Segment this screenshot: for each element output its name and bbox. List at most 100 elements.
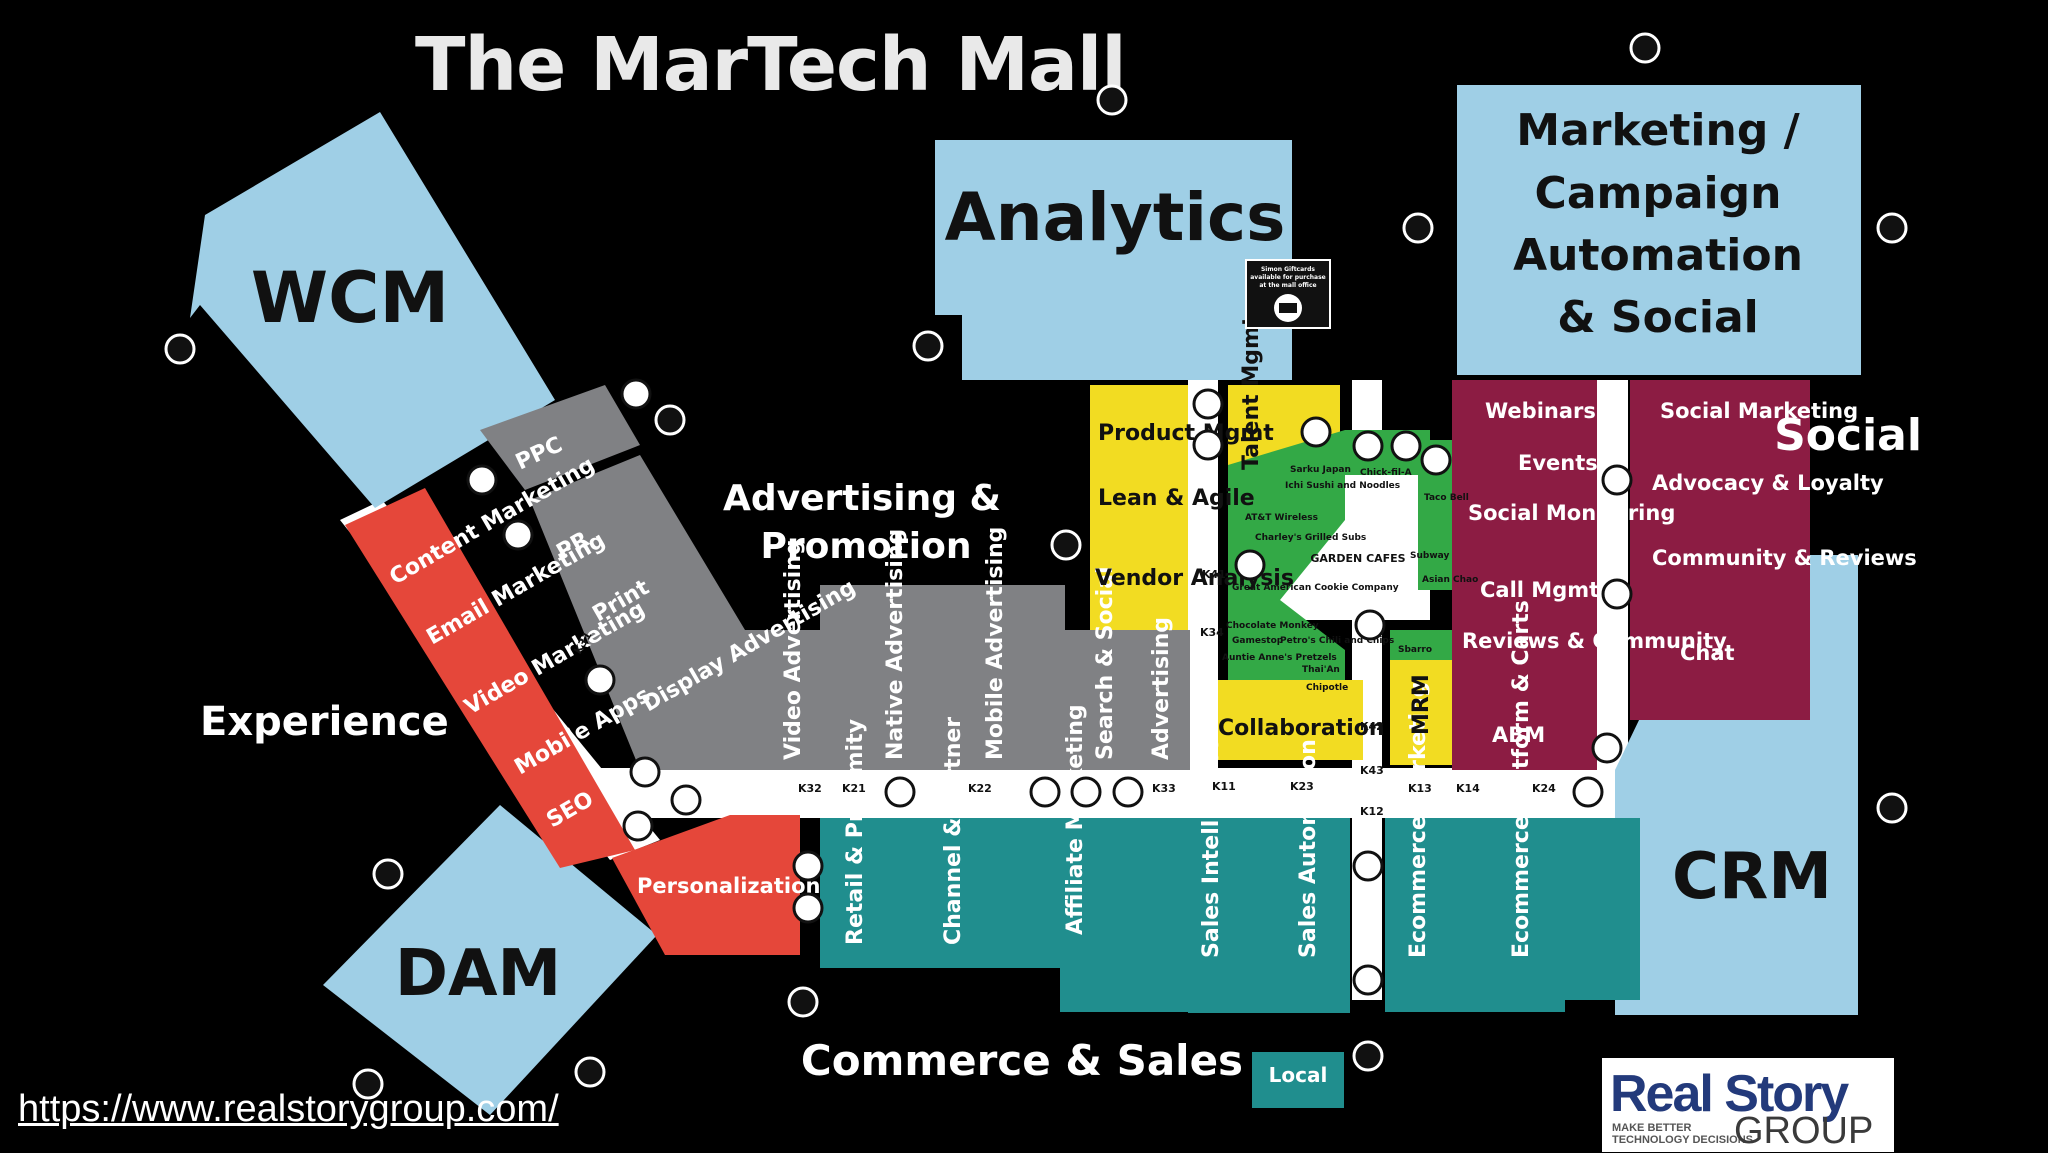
coke-icon [792, 850, 824, 882]
restroom-icon [1352, 850, 1384, 882]
entrance-icon-advertising [1050, 529, 1082, 561]
restaurant-ichi: Ichi Sushi and Noodles [1285, 481, 1400, 491]
teal-center [1188, 818, 1350, 1013]
kiosk-k22: K22 [968, 782, 992, 795]
section-advertising-1: Advertising & [723, 478, 1001, 519]
kiosk-k24: K24 [1532, 782, 1556, 795]
green-sbarro [1390, 630, 1452, 660]
section-advertising-2: Promotion [760, 526, 971, 567]
coke-icon [629, 756, 661, 788]
atm-icon [1352, 964, 1384, 996]
kiosk-k33: K33 [1152, 782, 1176, 795]
entrance-icon-marketing-top [1629, 32, 1661, 64]
store-mobile-advertising: Mobile Advertising [983, 527, 1008, 760]
maroon-right [1630, 380, 1810, 720]
yellow-zone [1090, 385, 1452, 765]
store-advertising: Advertising [1149, 617, 1174, 760]
kiosk-k42: K42 [1360, 720, 1384, 733]
entrance-icon-ppc [654, 404, 686, 436]
atm-icon [1070, 776, 1102, 808]
coke-icon [1192, 429, 1224, 461]
store-call-mgmt: Call Mgmt [1480, 578, 1599, 602]
store-ecommerce-marketing: Ecommerce Marketing [1406, 682, 1431, 958]
dollar-icon [1352, 430, 1384, 462]
entrance-icons [164, 32, 1908, 1100]
restaurant-sarku: Sarku Japan [1290, 465, 1351, 475]
restaurant-att: AT&T Wireless [1245, 513, 1318, 523]
entrance-icon-dam-right [574, 1056, 606, 1088]
coke-icon [1601, 578, 1633, 610]
restaurant-tacobell: Taco Bell [1424, 493, 1469, 503]
local-tag [1252, 1052, 1344, 1108]
coke-icon [502, 519, 534, 551]
yellow-product [1090, 385, 1188, 630]
restaurant-chickfila: Chick-fil-A [1360, 468, 1412, 478]
store-mrm: MRM [1409, 674, 1434, 735]
store-native-advertising: Native Advertising [883, 529, 908, 760]
real-story-group-logo: Real Story MAKE BETTER TECHNOLOGY DECISI… [1602, 1058, 1894, 1152]
kiosk-k23: K23 [1290, 780, 1314, 793]
store-channel-partner: Channel & Partner [941, 717, 966, 945]
yellow-collab [1218, 680, 1363, 760]
entrance-icon-dam-left [372, 858, 404, 890]
label-analytics: Analytics [945, 179, 1286, 256]
atm-icon [792, 892, 824, 924]
amenity-icons [466, 378, 1633, 996]
coke-icon [1112, 776, 1144, 808]
coke-icon [1029, 776, 1061, 808]
atm-icon [884, 776, 916, 808]
store-personalization: Personalization [637, 874, 820, 898]
source-url-link[interactable]: https://www.realstorygroup.com/ [18, 1088, 559, 1130]
restaurant-chocolate: Chocolate Monkey [1226, 621, 1319, 631]
atm-icon [1572, 776, 1604, 808]
restaurant-gamestop: Gamestop [1232, 636, 1284, 646]
gift-card-line2: available for purchase [1250, 274, 1326, 281]
store-social-marketing: Social Marketing [1660, 399, 1858, 423]
anchor-dam [323, 805, 657, 1115]
gift-card-sign: Simon Giftcards available for purchase a… [1245, 259, 1331, 329]
maroon-left [1452, 380, 1597, 770]
store-sales-automation: Sales Automation [1296, 739, 1321, 958]
coke-icon [1601, 464, 1633, 496]
kiosk-k21: K21 [842, 782, 866, 795]
store-video-advertising: Video Advertising [781, 539, 806, 760]
green-left [1228, 430, 1345, 680]
restaurant-asianchao: Asian Chao [1422, 575, 1478, 585]
entrance-icon-wcm [164, 333, 196, 365]
section-commerce: Commerce & Sales [801, 1036, 1243, 1085]
restaurant-auntie: Auntie Anne's Pretzels [1222, 653, 1337, 663]
anchor-stores [190, 85, 1861, 1115]
restaurant-chipotle: Chipotle [1306, 683, 1348, 693]
logo-wordmark: Real Story [1610, 1065, 1849, 1123]
kiosk-k11: K11 [1212, 780, 1236, 793]
store-talent-mgmt: Talent Mgmt [1239, 315, 1264, 470]
bus-icon [620, 378, 652, 410]
label-wcm: WCM [251, 257, 449, 339]
store-advocacy-loyalty: Advocacy & Loyalty [1652, 471, 1884, 495]
store-affiliate-marketing: Affiliate Marketing [1063, 704, 1088, 935]
anchor-wcm [190, 112, 555, 508]
wifi-icon [1354, 609, 1386, 641]
camera-icon [622, 810, 654, 842]
restroom-icon [1192, 388, 1224, 420]
restaurant-sbarro: Sbarro [1398, 645, 1432, 655]
restaurant-thaian: Thai'An [1302, 665, 1340, 675]
restaurant-charleys: Charley's Grilled Subs [1255, 533, 1366, 543]
section-experience: Experience [200, 699, 449, 745]
food-court-title: GARDEN CAFES [1310, 552, 1405, 565]
wifi-icon [670, 784, 702, 816]
coke-icon [1591, 732, 1623, 764]
logo-tagline-2: TECHNOLOGY DECISIONS [1612, 1134, 1753, 1146]
kiosk-k34: K34 [1200, 626, 1224, 639]
store-events: Events [1518, 451, 1598, 475]
gift-card-line3: at the mall office [1259, 282, 1316, 289]
store-abm: ABM [1492, 723, 1545, 747]
anchor-analytics [935, 140, 1292, 380]
store-reviews-community: Reviews & Community [1462, 629, 1727, 653]
kiosk-k13: K13 [1408, 782, 1432, 795]
teal-right [1385, 818, 1640, 1012]
label-marketing-3: Automation [1513, 230, 1803, 281]
entrance-icon-dam-bottom [352, 1068, 384, 1100]
mall-office-icon [1300, 416, 1332, 448]
